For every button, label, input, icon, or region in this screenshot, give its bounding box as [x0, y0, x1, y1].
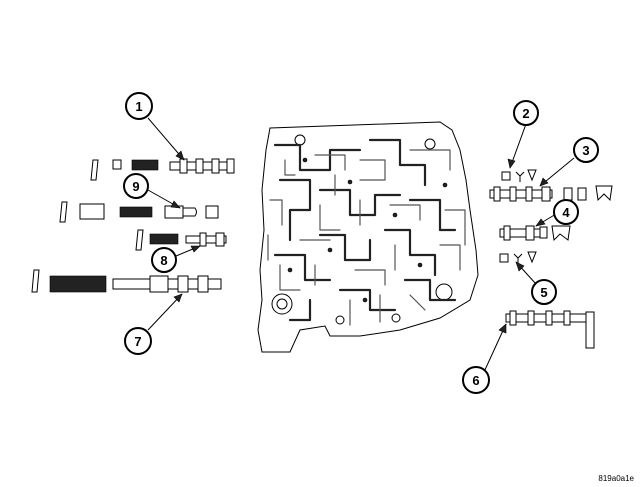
clip-right-2 [513, 253, 523, 264]
valve-spool-7 [112, 275, 222, 293]
plug-2 [205, 205, 219, 219]
right-row-3-parts [499, 225, 571, 242]
callout-6-label: 6 [472, 373, 479, 388]
plug-right-1 [501, 171, 511, 181]
callout-3: 3 [573, 137, 599, 163]
left-row-4-parts [31, 269, 222, 293]
retainer-clip-4 [31, 269, 40, 293]
callout-7-label: 7 [134, 334, 141, 349]
callout-2-label: 2 [522, 106, 529, 121]
plug-right-2 [563, 187, 573, 201]
valve-body [257, 121, 479, 353]
figure-code: 819a0a1e [598, 474, 634, 483]
callout-2: 2 [513, 100, 539, 126]
clip-right-1 [515, 171, 525, 182]
retainer-right-4 [527, 251, 537, 264]
callout-3-label: 3 [582, 143, 589, 158]
callout-8: 8 [151, 247, 177, 273]
spring-3 [149, 233, 179, 245]
valve-spool-8 [185, 232, 227, 247]
callout-5-label: 5 [540, 285, 547, 300]
retainer-right-3 [551, 225, 571, 242]
retainer-right-1 [527, 169, 537, 182]
callout-4: 4 [553, 199, 579, 225]
left-row-1-parts [90, 158, 235, 181]
valve-spool-1 [169, 158, 235, 174]
retainer-clip-3 [135, 229, 144, 251]
callout-7: 7 [124, 327, 152, 355]
plug-right-4 [539, 226, 548, 239]
valve-spool-3 [489, 186, 553, 202]
callout-6: 6 [462, 366, 490, 394]
retainer-clip-1 [90, 159, 99, 181]
leader-lines [147, 117, 575, 373]
callout-4-label: 4 [562, 205, 570, 220]
callout-1-label: 1 [135, 99, 142, 114]
callout-1: 1 [125, 92, 153, 120]
callout-8-label: 8 [160, 253, 167, 268]
callout-5: 5 [531, 279, 557, 305]
callout-9: 9 [123, 173, 149, 199]
valve-spool-6 [505, 310, 595, 349]
callout-9-label: 9 [132, 179, 139, 194]
spring-4 [49, 275, 107, 293]
left-row-3-parts [135, 229, 227, 251]
retainer-right-2 [595, 185, 613, 202]
spring-2 [119, 206, 153, 218]
retainer-clip-2 [59, 201, 68, 223]
plug-right-5 [499, 253, 509, 263]
sleeve-2 [79, 203, 105, 220]
left-row-2-parts [59, 201, 219, 223]
right-row-1-parts [501, 169, 537, 182]
plug-1 [112, 159, 122, 170]
right-row-2-parts [489, 185, 613, 202]
valve-spool-4 [499, 225, 541, 241]
plug-right-3 [577, 187, 587, 201]
right-row-4-parts [499, 251, 537, 264]
valve-spool-9 [164, 205, 197, 219]
spring-1 [131, 159, 159, 171]
